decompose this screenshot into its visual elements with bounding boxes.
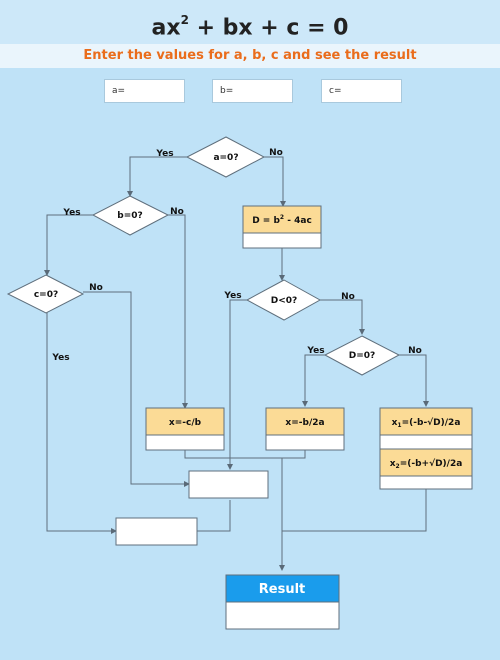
result-box: Result	[225, 574, 340, 630]
decision-c: c=0?	[6, 274, 85, 314]
svg-text:D = b2 - 4ac: D = b2 - 4ac	[252, 214, 312, 226]
edge-roots-merge	[282, 488, 427, 532]
a-input[interactable]: a=	[104, 79, 185, 103]
label-deq-no: No	[408, 346, 422, 356]
svg-text:c=0?: c=0?	[34, 290, 58, 300]
two-roots-box: x1=(-b-√D)/2a x2=(-b+√D)/2a	[379, 407, 473, 490]
page-title: ax2 + bx + c = 0	[0, 0, 500, 44]
edge-a-no	[264, 156, 286, 207]
label-a-no: No	[269, 148, 283, 158]
label-deq-yes: Yes	[306, 346, 324, 356]
discriminant-box: D = b2 - 4ac	[242, 205, 322, 249]
infinite-solution-box	[115, 517, 198, 546]
c-input[interactable]: c=	[321, 79, 402, 103]
edge-dlt-no	[320, 299, 365, 335]
linear-root-box: x=-c/b	[145, 407, 225, 451]
edge-dlt-yes	[227, 299, 247, 470]
no-solution-box	[188, 470, 269, 499]
label-c-yes: Yes	[51, 353, 69, 363]
svg-text:x1=(-b-√D)/2a: x1=(-b-√D)/2a	[392, 417, 461, 429]
instruction-text: Enter the values for a, b, c and see the…	[0, 44, 500, 68]
decision-d-less: D<0?	[245, 279, 322, 321]
edge-empty-merge	[197, 500, 231, 532]
b-input[interactable]: b=	[212, 79, 293, 103]
label-c-no: No	[89, 283, 103, 293]
svg-text:x2=(-b+√D)/2a: x2=(-b+√D)/2a	[390, 458, 463, 470]
edge-b-yes	[44, 214, 93, 276]
label-dlt-yes: Yes	[223, 291, 241, 301]
edge-c-no	[83, 291, 190, 487]
decision-b: b=0?	[91, 195, 170, 236]
double-root-box: x=-b/2a	[265, 407, 345, 451]
svg-text:x=-c/b: x=-c/b	[169, 418, 202, 428]
label-dlt-no: No	[341, 292, 355, 302]
edge-deq-no	[399, 354, 429, 407]
svg-text:D=0?: D=0?	[349, 351, 376, 361]
svg-text:D<0?: D<0?	[271, 296, 298, 306]
label-a-yes: Yes	[155, 149, 173, 159]
svg-text:a=0?: a=0?	[213, 153, 238, 163]
edge-b-no	[168, 214, 188, 409]
edge-c-yes	[46, 312, 117, 534]
label-b-no: No	[170, 207, 184, 217]
decision-d-equal: D=0?	[323, 335, 401, 376]
edge-deq-yes	[302, 354, 325, 407]
label-b-yes: Yes	[62, 208, 80, 218]
decision-a: a=0?	[185, 136, 266, 178]
edge-a-yes	[127, 156, 187, 197]
edge-merge-linear	[184, 450, 306, 459]
svg-text:Result: Result	[259, 582, 306, 597]
svg-text:b=0?: b=0?	[117, 211, 142, 221]
svg-text:x=-b/2a: x=-b/2a	[285, 418, 324, 428]
